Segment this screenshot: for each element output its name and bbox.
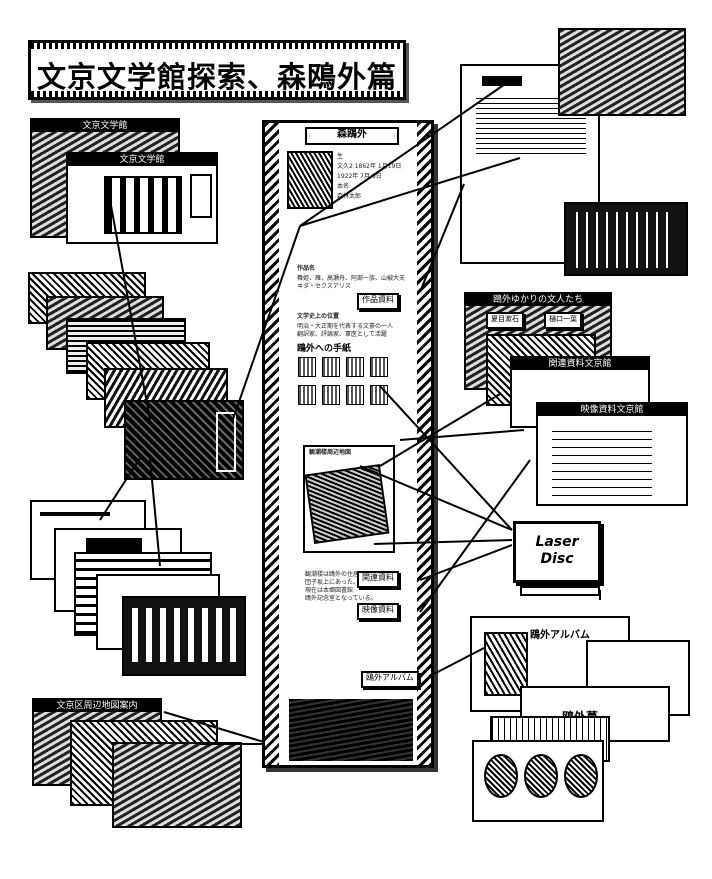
vertical-text-window[interactable] — [564, 202, 688, 276]
ogai-portrait[interactable] — [287, 151, 333, 209]
info-line: 生 — [337, 153, 344, 160]
banner-border-bottom — [31, 91, 403, 97]
history-line: 明治・大正期を代表する文豪の一人 — [297, 323, 394, 330]
connector-line — [359, 465, 513, 531]
letter-portrait[interactable] — [346, 357, 364, 377]
letter-portrait[interactable] — [322, 357, 340, 377]
letter-portraits[interactable] — [295, 355, 395, 411]
letter-portrait[interactable] — [298, 385, 316, 405]
connector-line — [373, 539, 513, 545]
connector-line — [419, 459, 531, 613]
related-materials-button[interactable]: 関連資料 — [357, 571, 399, 588]
connector-line — [163, 711, 265, 743]
works-line: 舞姫、雁、高瀬舟、阿部一族、山椒大夫 — [297, 275, 406, 282]
connector-line — [149, 457, 161, 567]
connector-line — [299, 157, 521, 227]
connector-line — [379, 385, 513, 531]
laserdisc-label-line2: Disc — [540, 551, 574, 567]
main-border-left — [265, 123, 279, 765]
letter-portrait[interactable] — [346, 385, 364, 405]
history-text-line: 現在は本郷図書館 — [305, 587, 354, 594]
window-kanji-menu[interactable]: 文京文学館 — [66, 152, 218, 244]
document-window-5[interactable] — [122, 596, 246, 676]
cascade-window-active[interactable] — [124, 400, 244, 480]
letters-sub-a[interactable]: 夏目漱石 — [486, 312, 524, 329]
album-title: 鴎外アルバム — [530, 630, 590, 641]
banner-border-top — [31, 43, 403, 49]
map-heading: 観潮楼周辺地図 — [309, 449, 352, 456]
connector-line — [299, 81, 509, 227]
connector-line — [399, 429, 525, 441]
family-portrait[interactable] — [564, 754, 598, 798]
ogai-album-button[interactable]: 鴎外アルバム — [361, 671, 419, 688]
kanji-tile-grid[interactable] — [104, 176, 182, 234]
connector-line — [419, 544, 513, 581]
newspaper-window[interactable] — [558, 28, 686, 116]
window-title: 映像資料文京館 — [538, 404, 686, 416]
works-heading: 作品名 — [297, 265, 316, 272]
album-portrait[interactable] — [484, 632, 528, 696]
doc-line — [40, 512, 110, 516]
map-frame — [303, 445, 395, 553]
window-title: 文京文学館 — [68, 154, 216, 166]
works-line: ヰタ・セクスアリス — [297, 283, 351, 290]
works-button[interactable]: 作品資料 — [357, 293, 399, 310]
letters-heading: 鴎外への手紙 — [297, 344, 352, 354]
info-line: 本名 — [337, 183, 350, 190]
doc-header-block — [86, 538, 142, 552]
connector-line — [429, 647, 485, 677]
catalog-list[interactable] — [552, 424, 652, 496]
history-text-line: 鴎外記念室となっている。 — [305, 595, 377, 602]
laserdisc-player-icon[interactable]: Laser Disc — [513, 521, 601, 583]
main-border-right — [417, 123, 431, 765]
laserdisc-label-line1: Laser — [535, 534, 579, 550]
info-line: 1922年 7月 9日 — [337, 173, 382, 180]
letter-portrait[interactable] — [298, 357, 316, 377]
catalog-window-2[interactable]: 映像資料文京館 — [536, 402, 688, 506]
letter-portrait[interactable] — [370, 357, 388, 377]
history-text-line: 観潮楼は鴎外の住居で — [305, 571, 366, 578]
family-portrait[interactable] — [484, 754, 518, 798]
cascade-side-panel — [216, 412, 236, 472]
history-heading: 文学史上の位置 — [297, 313, 340, 320]
history-line: 翻訳家、評論家、軍医として活躍 — [297, 331, 387, 338]
family-portrait[interactable] — [524, 754, 558, 798]
info-line: 森林太郎 — [337, 193, 362, 200]
vertical-text-panel — [132, 608, 236, 662]
photo-panel[interactable] — [289, 699, 413, 761]
window-title: 文京区周辺地図案内 — [34, 700, 160, 712]
connector-line — [231, 225, 301, 423]
title-banner: 文京文学館探索、森鴎外篇 — [28, 40, 406, 100]
family-photo-window[interactable] — [472, 740, 604, 822]
history-text-line: 団子坂上にあった。 — [305, 579, 360, 586]
letters-sub-b[interactable]: 樋口一葉 — [544, 312, 582, 329]
video-materials-button[interactable]: 映像資料 — [357, 603, 399, 620]
doc-title-block — [482, 76, 522, 86]
connector-line — [379, 393, 501, 467]
main-screen-ogai: 森鴎外 生 文久2 1862年 1月19日 1922年 7月 9日 本名 森林太… — [262, 120, 434, 768]
connector-line — [109, 199, 151, 421]
connector-line — [99, 457, 141, 521]
window-title: 文京文学館 — [32, 120, 178, 132]
letter-portrait[interactable] — [322, 385, 340, 405]
info-line: 文久2 1862年 1月19日 — [337, 163, 402, 170]
banner-title: 文京文学館探索、森鴎外篇 — [36, 60, 397, 94]
window-title: 鴎外ゆかりの文人たち — [466, 294, 610, 306]
vertical-text-columns — [576, 212, 676, 268]
arrow-icon[interactable] — [190, 174, 212, 218]
main-title: 森鴎外 — [305, 127, 399, 145]
map-window-3[interactable] — [112, 742, 242, 828]
window-title: 関連資料文京館 — [512, 358, 648, 370]
connector-line — [419, 183, 465, 293]
